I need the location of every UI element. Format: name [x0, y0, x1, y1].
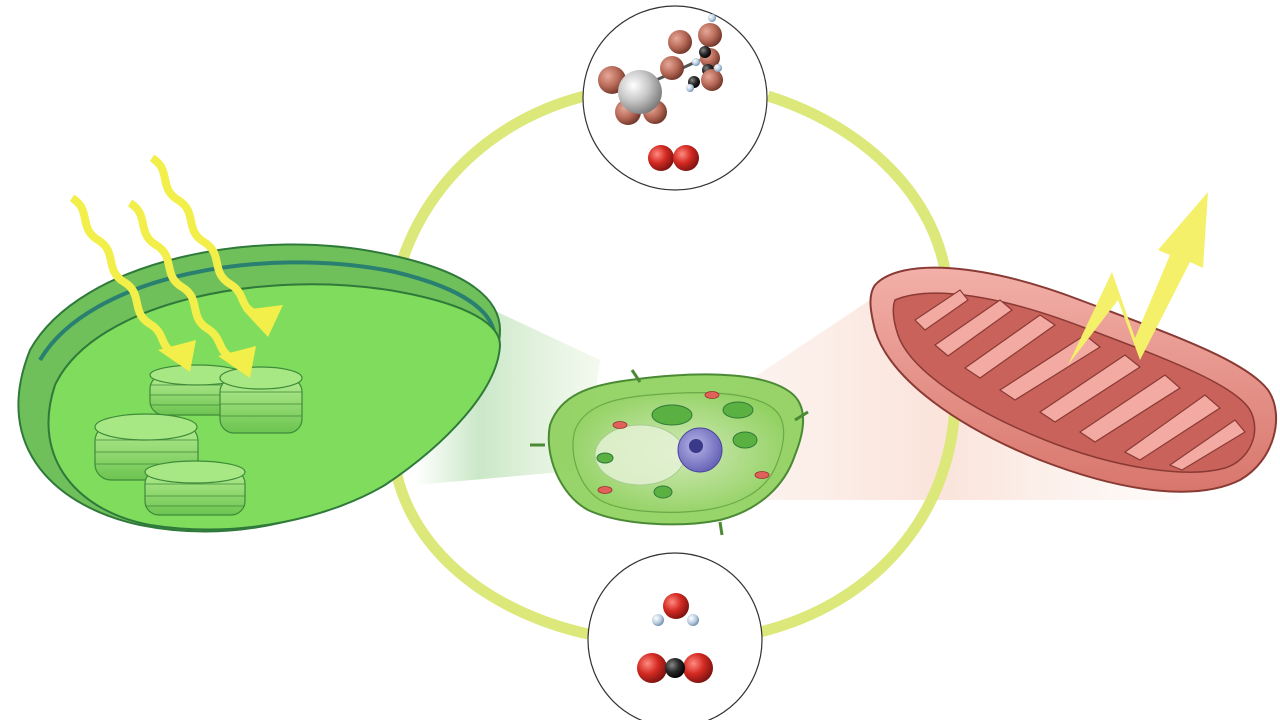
- sunlight-wave-icon: [69, 154, 255, 361]
- cycle-arrow-top-right: [766, 90, 951, 272]
- glucose-molecule: [598, 14, 723, 125]
- cell-wall-plasmodesmata: [530, 369, 809, 536]
- energy-bolt: [1068, 192, 1208, 365]
- cycle-arrow-bottom-left: [387, 449, 590, 640]
- water-and-carbon-dioxide-molecules: [587, 552, 763, 720]
- carbon-dioxide-molecule: [637, 653, 713, 683]
- chloroplast-illustration: [17, 243, 502, 533]
- top-molecule-circle: [582, 5, 768, 191]
- glucose-and-oxygen-molecules: [582, 5, 768, 191]
- sunlight-ray-2: [127, 199, 233, 361]
- cell-nucleolus: [689, 439, 703, 453]
- cycle-arrows: [384, 90, 961, 640]
- mitochondrion-illustration: [869, 266, 1277, 493]
- energy-bolt-icon: [1068, 192, 1208, 365]
- sunlight-ray-3: [149, 154, 255, 316]
- cycle-arrow-bottom-right: [758, 404, 961, 638]
- sunlight-ray-1: [69, 194, 175, 356]
- cell-chloroplasts: [596, 401, 758, 499]
- thylakoid-stack-2: [219, 366, 303, 434]
- sunlight-arrowheads: [158, 305, 283, 378]
- water-molecule: [652, 593, 699, 626]
- oxygen-molecule: [648, 145, 699, 171]
- plant-cell-illustration: [530, 369, 809, 536]
- cell-mitochondria: [597, 391, 770, 494]
- bottom-molecule-circle: [587, 552, 763, 720]
- mitochondrion-cristae: [914, 289, 1246, 471]
- thylakoid-stack-4: [144, 460, 246, 516]
